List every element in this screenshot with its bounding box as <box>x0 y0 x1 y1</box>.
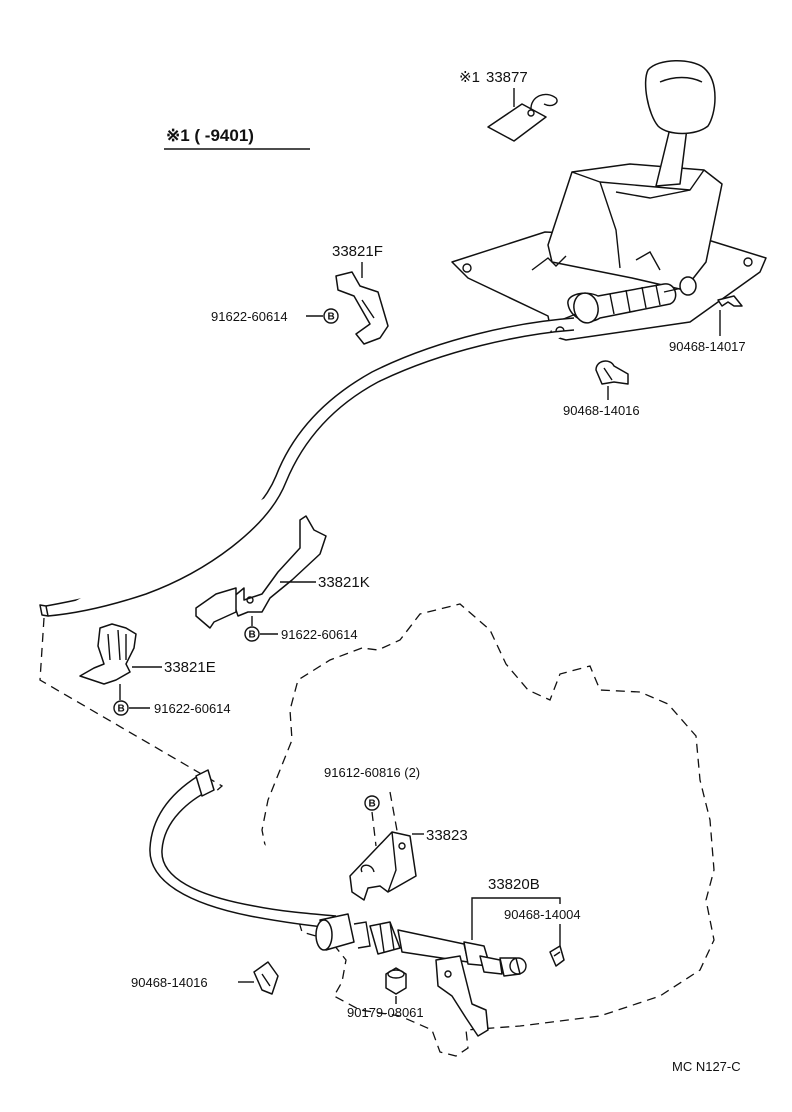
cable-cut-end <box>39 604 49 617</box>
label-90468-14004: 90468-14004 <box>504 907 581 922</box>
label-bolt-k: 91622-60614 <box>281 627 358 642</box>
nut-90179-08061 <box>385 967 407 995</box>
label-bolt-e: 91622-60614 <box>154 701 231 716</box>
svg-text:B: B <box>249 630 256 641</box>
label-bolt-f: 91622-60614 <box>211 309 288 324</box>
applicability-note: ※1 ( -9401) <box>166 126 254 145</box>
cable-continuation-dash <box>39 617 224 801</box>
leader-bolt-pair-b <box>389 791 399 837</box>
transmission-outline <box>261 603 715 1057</box>
svg-text:B: B <box>369 799 376 810</box>
figure-code: MC N127-C <box>672 1059 741 1074</box>
clip-90468-14016-lower <box>253 961 279 995</box>
leader-bolt-pair-a <box>371 811 377 847</box>
bolt-badge-pair: B <box>364 795 380 811</box>
clip-90468-14017 <box>717 295 743 307</box>
label-90468-14016-upper: 90468-14016 <box>563 403 640 418</box>
bracket-33823 <box>349 831 417 901</box>
clip-90468-14016-upper <box>595 360 629 385</box>
bracket-33821K <box>195 515 327 629</box>
svg-text:B: B <box>328 312 335 323</box>
tag-prefix: ※1 <box>459 69 480 86</box>
label-91612-60816: 91612-60816 (2) <box>324 765 420 780</box>
label-33821F: 33821F <box>332 243 383 260</box>
svg-text:B: B <box>118 704 125 715</box>
bolt-badge-e: B <box>113 700 129 716</box>
clip-90468-14004 <box>549 945 565 967</box>
tag-part <box>487 93 558 142</box>
label-33821K: 33821K <box>318 574 370 591</box>
bolt-badge-k: B <box>244 626 260 642</box>
lower-cable-cut-end <box>195 769 215 797</box>
label-90468-14016-lower: 90468-14016 <box>131 975 208 990</box>
label-90468-14017: 90468-14017 <box>669 339 746 354</box>
label-33877: 33877 <box>486 69 528 86</box>
lower-cable-end <box>315 913 527 1037</box>
bolt-badge-f: B <box>323 308 339 324</box>
upper-cable-end <box>555 276 697 324</box>
shift-lever-assembly <box>451 60 767 341</box>
label-90179-08061: 90179-08061 <box>347 1005 424 1020</box>
bracket-33821E <box>79 623 137 685</box>
label-33823: 33823 <box>426 827 468 844</box>
leader-33820B <box>471 897 561 940</box>
label-33820B: 33820B <box>488 876 540 893</box>
bracket-33821F <box>335 271 389 345</box>
label-33821E: 33821E <box>164 659 216 676</box>
